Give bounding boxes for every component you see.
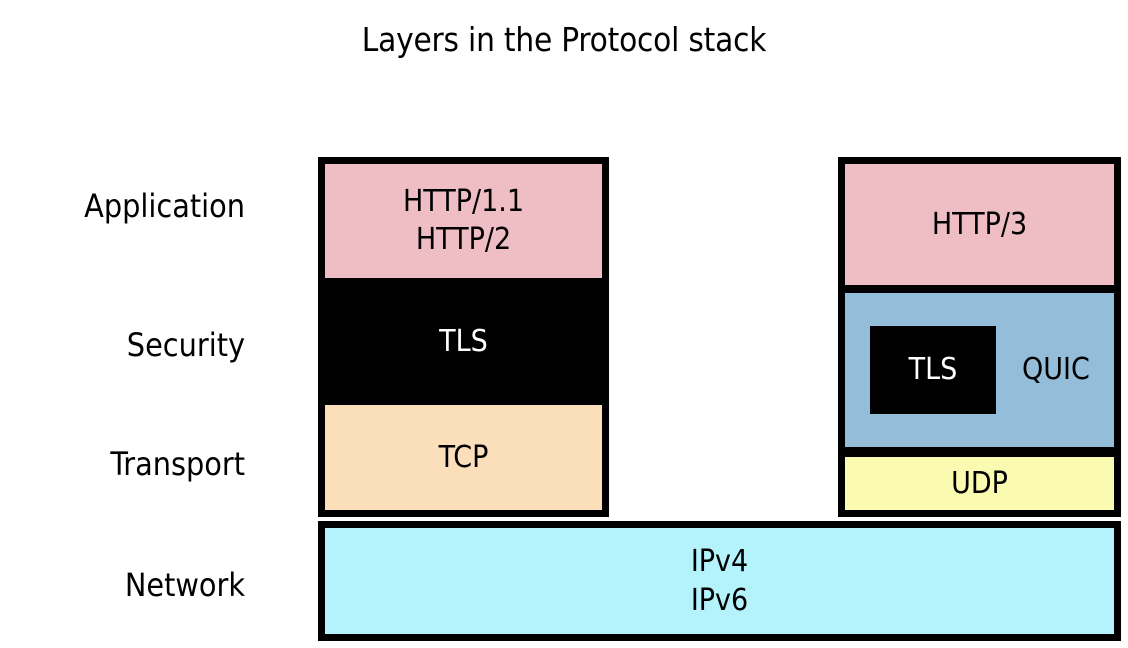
- network-label-line2: IPv6: [690, 583, 749, 618]
- right-application-label: HTTP/3: [931, 206, 1028, 242]
- layer-label-application: Application: [84, 187, 245, 225]
- quic-embedded-tls-box: TLS: [870, 326, 996, 414]
- quic-embedded-tls-label: TLS: [908, 352, 958, 387]
- left-application-label-line2: HTTP/2: [415, 222, 512, 257]
- left-transport-label: TCP: [438, 439, 489, 475]
- right-application-box: HTTP/3: [845, 164, 1114, 285]
- right-transport-box: UDP: [845, 457, 1114, 510]
- layer-label-security: Security: [126, 326, 245, 364]
- left-application-label-line1: HTTP/1.1: [402, 184, 524, 219]
- right-security-box: TLS QUIC: [845, 293, 1114, 447]
- right-transport-label: UDP: [951, 465, 1008, 501]
- network-layer-box: IPv4 IPv6: [318, 521, 1121, 641]
- left-protocol-stack: HTTP/1.1 HTTP/2 TLS TCP: [318, 157, 609, 517]
- left-transport-box: TCP: [325, 405, 602, 510]
- layer-label-transport: Transport: [110, 445, 245, 483]
- page-title: Layers in the Protocol stack: [361, 20, 767, 59]
- left-security-box: TLS: [325, 278, 602, 405]
- network-label-line1: IPv4: [690, 544, 749, 579]
- quic-inner-layout: TLS QUIC: [845, 293, 1114, 447]
- right-security-label: QUIC: [1022, 352, 1090, 387]
- right-protocol-stack: HTTP/3 TLS QUIC UDP: [838, 157, 1121, 517]
- left-security-label: TLS: [439, 323, 488, 359]
- layer-label-network: Network: [124, 566, 245, 604]
- left-application-box: HTTP/1.1 HTTP/2: [325, 164, 602, 278]
